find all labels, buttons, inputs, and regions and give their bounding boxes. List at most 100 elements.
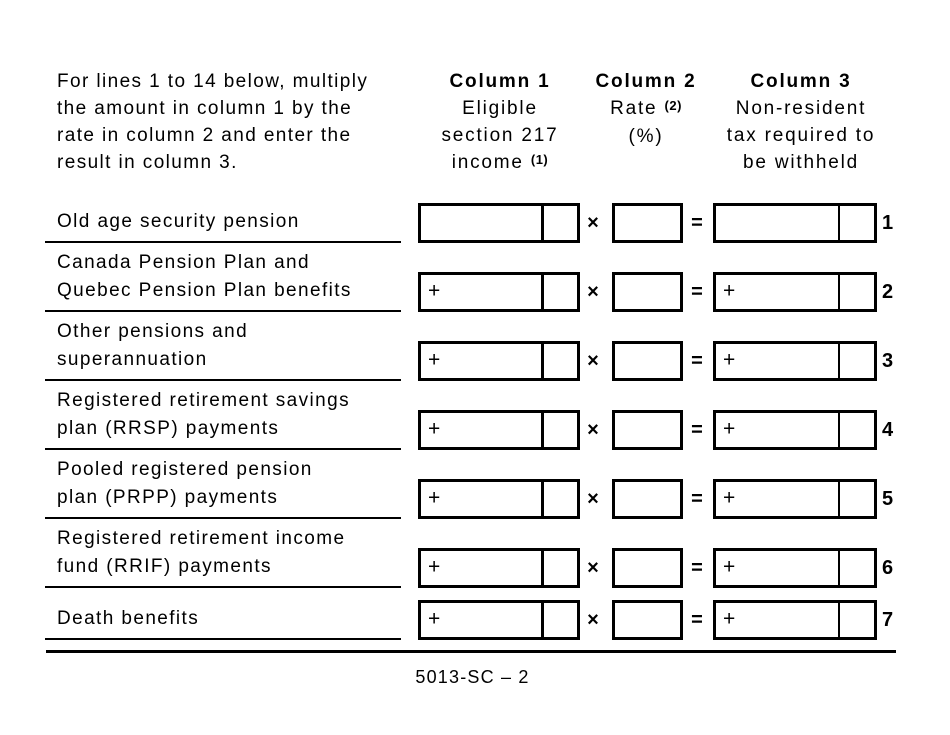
column2-rate-box[interactable] (612, 600, 683, 640)
column2-subtitle-line: Rate (2) (584, 95, 708, 123)
cents-divider (838, 275, 840, 309)
column3-amount-box[interactable]: + (713, 341, 877, 381)
plus-sign: + (723, 486, 736, 510)
multiply-sign: × (587, 281, 599, 303)
plus-sign: + (428, 555, 441, 579)
cents-divider (838, 413, 840, 447)
multiply-sign: × (587, 212, 599, 234)
form-row: Death benefits + × = + 7 (0, 600, 950, 640)
plus-sign: + (723, 555, 736, 579)
line-number: 2 (882, 281, 894, 303)
equals-sign: = (691, 419, 703, 441)
footnote-1-marker: (1) (530, 152, 549, 167)
column1-amount-box[interactable]: + (418, 272, 580, 312)
column3-subtitle-line: be withheld (743, 152, 859, 173)
cents-divider (541, 482, 544, 516)
row-label: Old age security pension (45, 208, 401, 243)
line-number: 5 (882, 488, 894, 510)
column1-subtitle-text: income (451, 152, 524, 173)
cents-divider (541, 603, 544, 637)
line-number: 1 (882, 212, 894, 234)
line-number: 6 (882, 557, 894, 579)
column1-subtitle-line: income (1) (418, 149, 582, 177)
equals-sign: = (691, 350, 703, 372)
column2-rate-box[interactable] (612, 203, 683, 243)
multiply-sign: × (587, 419, 599, 441)
footnote-2-marker: (2) (664, 98, 682, 113)
plus-sign: + (723, 279, 736, 303)
column2-title: Column 2 (595, 71, 697, 92)
plus-sign: + (723, 417, 736, 441)
column3-amount-box[interactable]: + (713, 479, 877, 519)
line-number: 7 (882, 609, 894, 631)
page-footer: 5013-SC – 2 (415, 667, 530, 687)
plus-sign: + (723, 607, 736, 631)
column1-amount-box[interactable]: + (418, 600, 580, 640)
equals-sign: = (691, 281, 703, 303)
plus-sign: + (723, 348, 736, 372)
column3-amount-box[interactable]: + (713, 410, 877, 450)
column2-percent-label: (%) (628, 126, 664, 147)
column3-amount-box[interactable]: + (713, 600, 877, 640)
column2-rate-box[interactable] (612, 479, 683, 519)
plus-sign: + (428, 417, 441, 441)
column1-title: Column 1 (449, 71, 551, 92)
plus-sign: + (428, 279, 441, 303)
column1-amount-box[interactable]: + (418, 341, 580, 381)
column3-amount-box[interactable]: + (713, 272, 877, 312)
column3-subtitle-line: Non-resident (735, 98, 867, 119)
equals-sign: = (691, 488, 703, 510)
line-number: 4 (882, 419, 894, 441)
cents-divider (541, 344, 544, 378)
column1-subtitle-line: section 217 (441, 125, 559, 146)
equals-sign: = (691, 609, 703, 631)
section-divider-rule (46, 650, 896, 653)
column3-title: Column 3 (750, 71, 852, 92)
multiply-sign: × (587, 350, 599, 372)
column1-subtitle-line: Eligible (462, 98, 538, 119)
form-row: Old age security pension × = 1 (0, 203, 950, 243)
column2-rate-box[interactable] (612, 272, 683, 312)
column3-amount-box[interactable]: + (713, 548, 877, 588)
row-label: Death benefits (45, 605, 401, 640)
column3-header: Column 3 Non-resident tax required to be… (709, 68, 893, 176)
line-number: 3 (882, 350, 894, 372)
cents-divider (838, 482, 840, 516)
column3-amount-box[interactable] (713, 203, 877, 243)
column1-amount-box[interactable]: + (418, 479, 580, 519)
column2-header: Column 2 Rate (2) (%) (584, 68, 708, 150)
cents-divider (838, 551, 840, 585)
multiply-sign: × (587, 557, 599, 579)
plus-sign: + (428, 348, 441, 372)
cents-divider (541, 275, 544, 309)
plus-sign: + (428, 486, 441, 510)
column2-rate-box[interactable] (612, 548, 683, 588)
column2-subtitle-text: Rate (610, 98, 658, 119)
multiply-sign: × (587, 609, 599, 631)
column1-header: Column 1 Eligible section 217 income (1) (418, 68, 582, 177)
column1-amount-box[interactable] (418, 203, 580, 243)
plus-sign: + (428, 607, 441, 631)
cents-divider (541, 551, 544, 585)
column1-amount-box[interactable]: + (418, 410, 580, 450)
cents-divider (838, 344, 840, 378)
cents-divider (541, 206, 544, 240)
column2-rate-box[interactable] (612, 341, 683, 381)
column1-amount-box[interactable]: + (418, 548, 580, 588)
multiply-sign: × (587, 488, 599, 510)
column2-rate-box[interactable] (612, 410, 683, 450)
instructions-text: For lines 1 to 14 below, multiply the am… (57, 71, 369, 173)
cents-divider (541, 413, 544, 447)
cents-divider (838, 206, 840, 240)
